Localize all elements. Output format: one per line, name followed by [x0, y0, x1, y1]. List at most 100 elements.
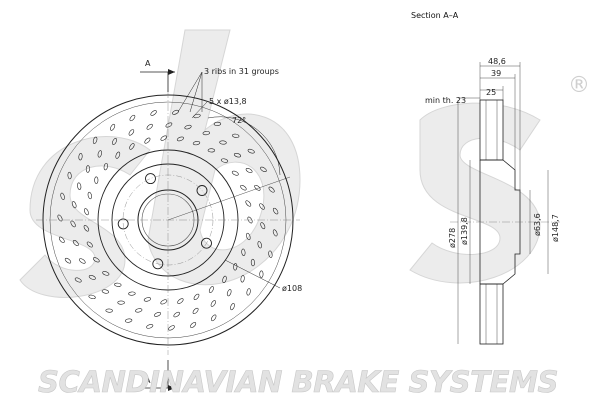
drilled-slot	[231, 170, 239, 176]
drilled-slot	[213, 121, 222, 126]
drilled-slot	[101, 289, 110, 294]
registered-trademark: ®	[568, 73, 590, 98]
drilled-slot	[192, 141, 201, 146]
drilled-slot	[211, 314, 217, 322]
drilled-slot	[78, 153, 83, 161]
bolt-hole-pattern	[117, 173, 212, 270]
drilled-slot	[83, 225, 90, 232]
drilled-slot	[84, 208, 89, 216]
drilled-slot	[173, 311, 180, 318]
section-marker-top: A	[140, 59, 175, 92]
drilled-slot	[272, 207, 279, 215]
drilled-slot	[220, 158, 229, 163]
dim-hat-depth: 39	[491, 69, 501, 78]
drilled-slot	[115, 151, 121, 159]
drilled-slot	[57, 214, 63, 222]
drilled-slot	[222, 275, 227, 283]
drilled-slot	[128, 291, 136, 296]
drilled-slot	[129, 143, 135, 150]
drilled-slot	[129, 114, 136, 122]
drilled-slot	[128, 129, 135, 136]
drilled-slot	[77, 182, 82, 190]
drilled-slot	[202, 131, 210, 136]
bolt-hole	[117, 218, 129, 230]
drilled-slot	[192, 307, 199, 314]
drilled-slot	[193, 113, 201, 119]
drilled-slot	[257, 241, 262, 249]
drilled-slot	[110, 123, 116, 131]
friction-ring-section-upper	[479, 99, 504, 161]
pcd-callout: ø108	[224, 259, 302, 293]
drilled-slot	[177, 298, 184, 304]
angle-callout: 72°	[167, 116, 291, 221]
drilled-slot	[247, 216, 253, 224]
drilled-slot	[160, 135, 168, 141]
sbs-watermark-logo	[19, 29, 541, 298]
section-letter-top: A	[145, 59, 151, 68]
drilled-slot	[240, 184, 247, 191]
holes-callout: 5 x ø13,8	[191, 97, 247, 119]
disc-front-view	[36, 90, 300, 355]
drilled-slot	[250, 258, 255, 267]
drilled-slot	[88, 275, 96, 280]
drilled-slot	[144, 137, 151, 144]
drilled-slot	[67, 171, 72, 180]
dim-outer-diameter: ø278	[448, 228, 457, 248]
drilled-slot	[190, 322, 197, 328]
drilled-slot	[260, 222, 266, 230]
drilled-slot	[79, 258, 86, 264]
bolt-hole	[201, 237, 212, 249]
drilled-slot	[245, 200, 252, 207]
angle-callout-label: 72°	[232, 116, 246, 125]
drilled-slot-pattern	[57, 109, 279, 331]
drilled-slot	[58, 236, 65, 243]
dim-inner-ring-diameter: ø139,8	[460, 217, 469, 245]
drilled-slot	[60, 192, 65, 200]
drilled-slot	[146, 123, 153, 130]
friction-ring-section-lower	[479, 283, 504, 345]
drilled-slot	[105, 308, 113, 313]
drilled-slot	[260, 166, 267, 173]
drilled-slot	[114, 282, 122, 287]
drilled-slot	[208, 286, 214, 294]
drilled-slot	[247, 148, 255, 154]
dim-disc-thickness: 25	[486, 88, 496, 97]
drilled-slot	[86, 241, 93, 248]
drilled-slot	[233, 263, 238, 271]
drilled-slot	[117, 300, 125, 305]
drilled-slot	[272, 229, 278, 237]
dim-hat-diameter: ø148,7	[551, 214, 560, 242]
drilled-slot	[246, 288, 251, 296]
bolt-hole	[196, 185, 208, 196]
drilled-slot	[219, 140, 227, 145]
drilled-slot	[254, 184, 261, 191]
drilled-slot	[226, 289, 232, 297]
drilled-slot	[70, 220, 76, 228]
drilled-slot	[150, 110, 157, 116]
drilled-slot	[176, 136, 184, 142]
footer-brand-text: SCANDINAVIAN BRAKE SYSTEMS	[38, 365, 558, 399]
dim-min-thickness: min th. 23	[425, 96, 466, 105]
section-dimensions	[457, 62, 549, 344]
drilled-slot	[240, 275, 245, 283]
section-title: Section A–A	[411, 11, 459, 20]
drilled-slot	[168, 325, 175, 331]
section-letter-bottom: A	[145, 376, 151, 385]
drilled-slot	[233, 152, 242, 158]
dim-total-thickness: 48,6	[488, 57, 506, 66]
drilled-slot	[210, 300, 216, 307]
ribs-callout-label: 3 ribs in 31 groups	[204, 67, 279, 76]
drilled-slot	[154, 312, 161, 317]
drilled-slot	[102, 271, 110, 276]
drilled-slot	[268, 186, 275, 193]
drilled-slot	[246, 232, 251, 241]
drilled-slot	[64, 257, 72, 264]
drilled-slot	[230, 303, 235, 311]
drilled-slot	[193, 293, 200, 301]
ribs-callout: 3 ribs in 31 groups	[177, 67, 279, 113]
dim-center-bore: ø63,6	[533, 213, 542, 236]
drilled-slot	[259, 203, 265, 210]
holes-callout-label: 5 x ø13,8	[209, 97, 247, 106]
drilled-slot	[103, 162, 108, 171]
